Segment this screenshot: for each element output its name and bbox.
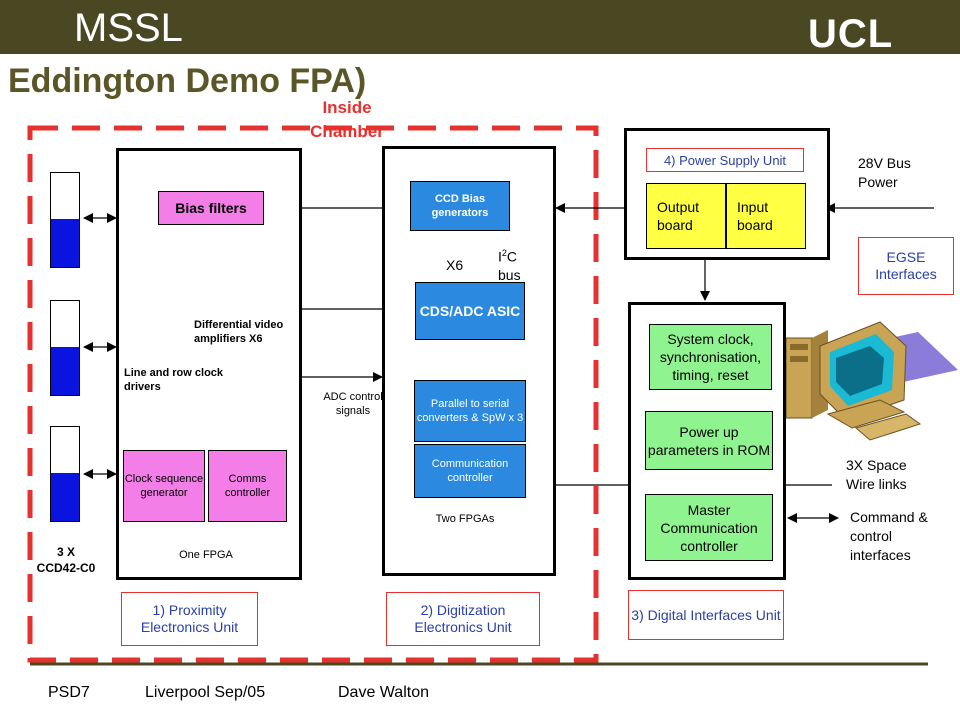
footer-author: Dave Walton <box>338 684 429 701</box>
ccd-1-fill <box>51 219 79 267</box>
ucl-logo: UCL <box>808 12 894 56</box>
diff-amp-label: Differential video amplifiers X6 <box>194 319 284 345</box>
parallel-serial-block: Parallel to serial converters & SpW x 3 <box>414 380 526 442</box>
ccd-1 <box>50 172 80 268</box>
digital-unit-label: 3) Digital Interfaces Unit <box>628 590 784 640</box>
x6-label: X6 <box>446 257 464 273</box>
i2c-bus-label: I2C bus <box>498 244 521 284</box>
communication-controller-block: Communication controller <box>414 444 526 498</box>
i2c-i: I <box>498 248 502 265</box>
comms-controller-block: Comms controller <box>208 450 287 522</box>
ccd-label-count: 3 X <box>56 545 75 559</box>
computer-icon <box>785 321 958 441</box>
i2c-sup: 2 <box>501 248 507 258</box>
inside-chamber-label: Inside Chamber <box>310 98 384 141</box>
ccd-3-fill <box>51 473 79 521</box>
adc-control-label: ADC control signals <box>323 391 383 417</box>
digitization-unit-label: 2) Digitization Electronics Unit <box>386 592 540 646</box>
power-supply-title: 4) Power Supply Unit <box>646 148 804 172</box>
cds-adc-block: CDS/ADC ASIC <box>415 282 525 340</box>
ccd-label: 3 X CCD42-C0 <box>26 544 106 576</box>
ccd-label-type: CCD42-C0 <box>36 561 96 575</box>
org-name: MSSL <box>74 6 183 50</box>
bus-power-label: 28V Bus Power <box>858 155 911 190</box>
i2c-bus: bus <box>498 266 521 283</box>
command-control-label: Command & control interfaces <box>850 509 928 563</box>
two-fpgas-label: Two FPGAs <box>435 513 495 525</box>
line-row-label: Line and row clock drivers <box>124 367 224 393</box>
header-banner <box>0 0 960 54</box>
clock-sequence-block: Clock sequence generator <box>123 450 205 522</box>
ccd-2 <box>50 300 80 396</box>
egse-interfaces-label: EGSE Interfaces <box>858 237 954 295</box>
power-up-rom-block: Power up parameters in ROM <box>645 411 773 470</box>
input-board-block: Input board <box>726 183 806 249</box>
ccd-bias-block: CCD Bias generators <box>410 181 510 231</box>
ccd-3 <box>50 426 80 522</box>
system-clock-block: System clock, synchronisation, timing, r… <box>649 324 772 390</box>
footer-place: Liverpool Sep/05 <box>145 684 266 701</box>
i2c-c: C <box>506 248 518 265</box>
proximity-unit-label: 1) Proximity Electronics Unit <box>121 592 258 646</box>
footer-event: PSD7 <box>48 684 90 701</box>
i2c-text: I2C <box>498 244 521 266</box>
master-comm-block: Master Communication controller <box>645 494 773 561</box>
one-fpga-label: One FPGA <box>179 549 233 561</box>
bias-filters-block: Bias filters <box>158 191 264 225</box>
page-title: Eddington Demo FPA) <box>8 62 367 100</box>
spacewire-label: 3X Space Wire links <box>846 457 907 492</box>
output-board-block: Output board <box>646 183 726 249</box>
ccd-2-fill <box>51 347 79 395</box>
